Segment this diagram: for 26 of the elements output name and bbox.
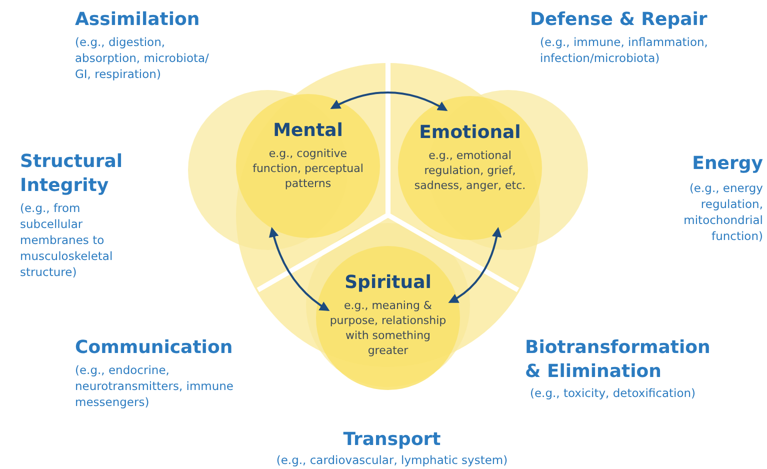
node-title: Spiritual — [344, 272, 432, 294]
node-description: e.g., emotional regulation, grief, sadness, anger, etc. — [413, 148, 527, 193]
node-description: e.g., cognitive function, perceptual patterns — [252, 146, 364, 191]
circle-node — [398, 96, 542, 240]
category-examples: (e.g., immune, inflammation, infection/microbiota) — [540, 34, 709, 66]
category-heading: Structural Integrity — [20, 150, 124, 198]
category-heading: Energy — [691, 152, 763, 176]
category-examples: (e.g., energy regulation, mitochondrial function) — [682, 180, 763, 244]
category-heading: Communication — [75, 336, 234, 360]
node-description: e.g., meaning & purpose, relationship with something greater — [328, 298, 448, 358]
category-heading: Assimilation — [75, 8, 201, 32]
circle-node — [316, 246, 460, 390]
category-examples: (e.g., cardiovascular, lymphatic system) — [275, 452, 509, 468]
category-examples: (e.g., endocrine, neurotransmitters, immune messengers) — [75, 362, 235, 410]
circle-node — [236, 94, 380, 238]
category-examples: (e.g., from subcellular membranes to musculoskeletal structure) — [20, 200, 114, 280]
category-heading: Defense & Repair — [530, 8, 708, 32]
double-arrow — [448, 227, 502, 303]
double-arrow — [269, 227, 330, 312]
node-title: Emotional — [418, 122, 522, 144]
category-heading: Transport — [342, 428, 442, 452]
category-examples: (e.g., digestion, absorption, microbiota/ GI, respiration) — [75, 34, 210, 82]
double-arrow — [330, 92, 448, 111]
category-heading: Biotransformation & Elimination — [525, 336, 710, 384]
node-title: Mental — [272, 120, 344, 142]
category-examples: (e.g., toxicity, detoxification) — [530, 385, 697, 401]
